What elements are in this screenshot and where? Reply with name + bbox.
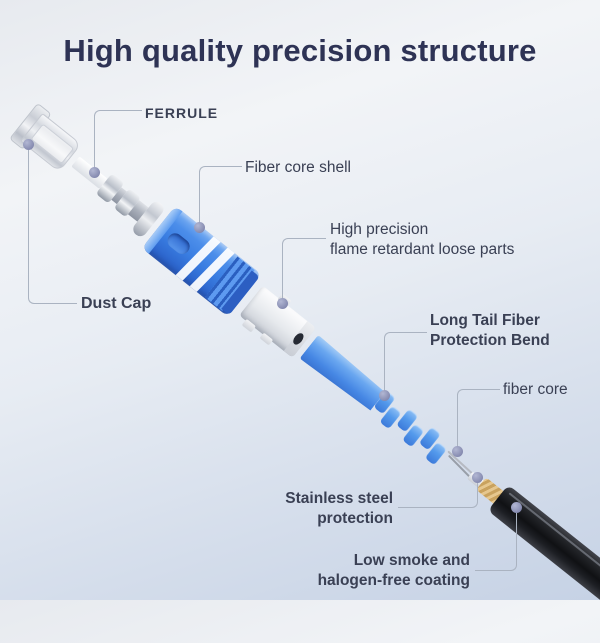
- callout-line: [384, 332, 427, 391]
- sc-latch-slot: [164, 229, 194, 257]
- crimp-tab: [259, 332, 274, 346]
- callout-dot: [194, 222, 205, 233]
- callout-line: [28, 150, 77, 304]
- boot-graphic: [300, 335, 388, 413]
- callout-label: Stainless steel protection: [285, 490, 393, 527]
- callout-label: High precision flame retardant loose par…: [330, 221, 515, 258]
- callout-dot: [452, 446, 463, 457]
- callout-line: [457, 389, 500, 447]
- callout-line: [282, 238, 326, 299]
- callout-dot: [379, 390, 390, 401]
- callout-label: Fiber core shell: [245, 159, 351, 176]
- callout-label: Low smoke and halogen-free coating: [317, 552, 470, 589]
- callout-dot: [23, 139, 34, 150]
- callout-label: fiber core: [503, 381, 568, 398]
- callout-dot: [511, 502, 522, 513]
- callout-label: FERRULE: [145, 105, 219, 121]
- callout-line: [199, 166, 242, 223]
- page-title: High quality precision structure: [63, 33, 537, 68]
- cable-highlight: [508, 491, 600, 609]
- callout-line: [398, 483, 478, 508]
- callout-label: Long Tail Fiber Protection Bend: [430, 312, 550, 349]
- callout-label: Dust Cap: [81, 295, 152, 312]
- callout-line: [475, 513, 517, 571]
- callout-dot: [89, 167, 100, 178]
- callout-dot: [277, 298, 288, 309]
- callout-line: [94, 110, 142, 168]
- callout-dot: [472, 472, 483, 483]
- diagram-stage: High quality precision structure: [9, 33, 600, 635]
- crimp-tab: [241, 318, 257, 333]
